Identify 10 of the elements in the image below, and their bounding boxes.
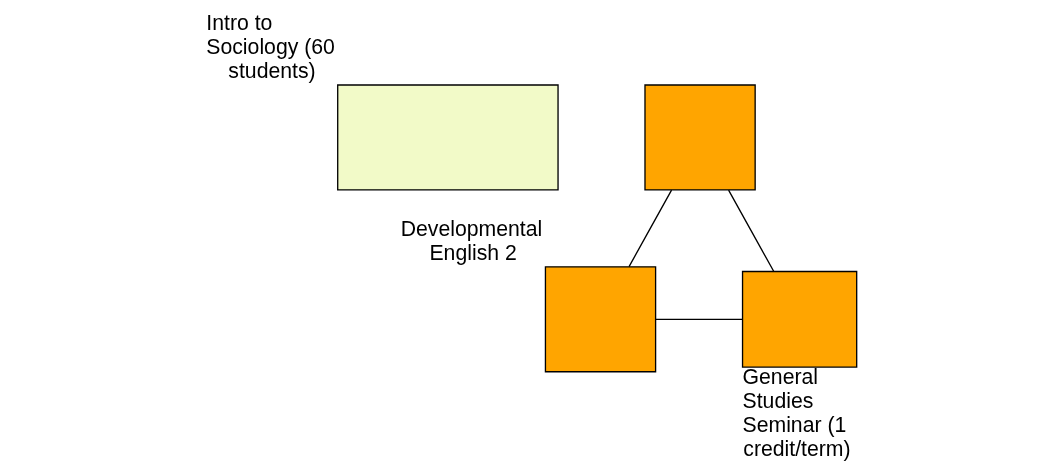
node-label: General Studies Seminar (1 credit/term) (742, 365, 851, 460)
node-box (741, 270, 857, 368)
connector (727, 189, 774, 273)
node-label: Intro to Sociology (60 students) (205, 11, 335, 83)
node-box (643, 84, 756, 191)
node-box (336, 84, 559, 191)
connector (654, 318, 743, 320)
connector (627, 189, 672, 268)
node-label: Developmental English 2 (400, 217, 542, 264)
node-box (544, 266, 656, 373)
